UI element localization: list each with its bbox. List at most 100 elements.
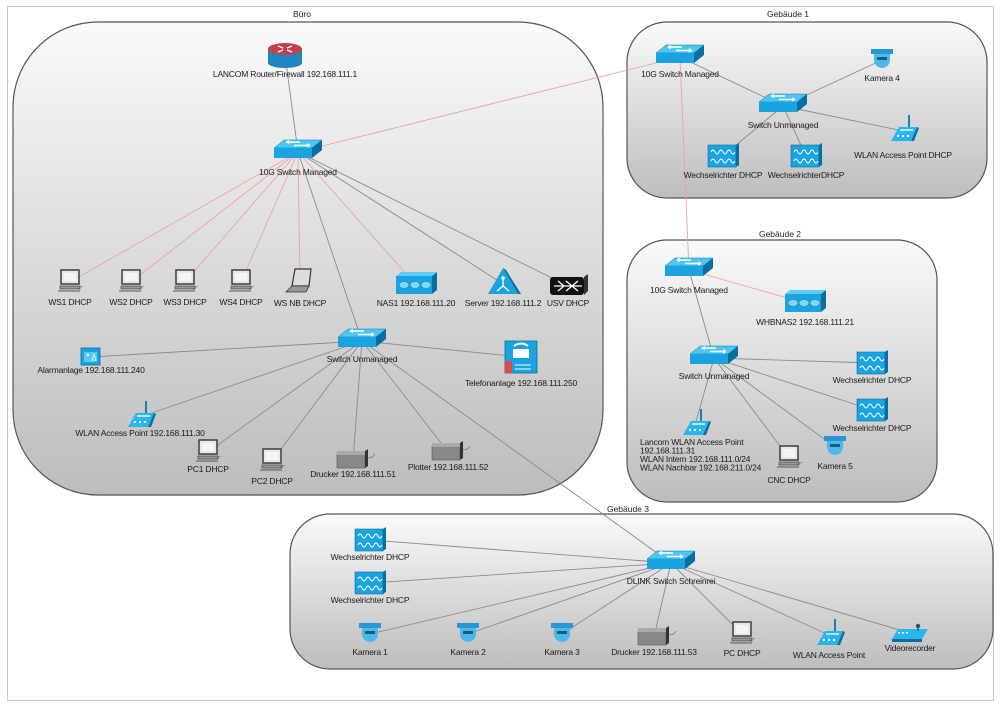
device-wsnb[interactable]: WS NB DHCP — [274, 268, 327, 308]
ap-icon — [128, 401, 156, 427]
device-kam5[interactable]: Kamera 5 — [817, 436, 853, 471]
inverter-icon — [354, 527, 386, 552]
device-label: Server 192.168.111.2 — [465, 298, 542, 308]
device-g2_swun[interactable]: Switch Unmanaged — [679, 345, 750, 381]
device-label: Plotter 192.168.111.52 — [408, 462, 489, 472]
inverter-icon — [707, 143, 739, 168]
device-kam1[interactable]: Kamera 1 — [352, 623, 388, 657]
device-drucker3[interactable]: Drucker 192.168.111.53 — [611, 626, 697, 657]
device-g3_ap[interactable]: WLAN Access Point — [793, 619, 866, 660]
device-label: Kamera 4 — [864, 73, 900, 83]
device-ws4[interactable]: WS4 DHCP — [219, 269, 263, 307]
device-g2_wr1[interactable]: Wechselrichter DHCP — [833, 350, 912, 385]
device-g1_sw10g[interactable]: 10G Switch Managed — [641, 44, 720, 79]
camera-icon — [551, 623, 573, 642]
device-label: Videorecorder — [885, 643, 936, 653]
link-g1_swun-g1_ap — [782, 105, 904, 132]
switch-icon — [337, 328, 387, 347]
link-g3_sw-kam3 — [561, 562, 672, 635]
laptop-icon — [285, 268, 312, 293]
device-pc2[interactable]: PC2 DHCP — [251, 448, 293, 486]
device-b_swun[interactable]: Switch Unmanaged — [327, 328, 398, 364]
link-g3_sw-g3_wr2 — [369, 562, 672, 584]
alarm-icon — [80, 347, 101, 366]
camera-icon — [824, 436, 846, 455]
link-b_swun-g3_sw — [361, 340, 672, 564]
link-g2_sw10g-g2_swun — [688, 269, 715, 359]
device-g1_ap[interactable]: WLAN Access Point DHCP — [854, 115, 953, 160]
device-router[interactable]: LANCOM Router/Firewall 192.168.111.1 — [213, 43, 358, 79]
device-pc1[interactable]: PC1 DHCP — [187, 439, 229, 474]
link-g3_sw-nvr — [670, 562, 911, 634]
device-kam3[interactable]: Kamera 3 — [544, 623, 580, 657]
switch-icon — [758, 93, 808, 112]
ap-icon — [683, 409, 711, 435]
device-ws1[interactable]: WS1 DHCP — [48, 269, 92, 307]
device-ws2[interactable]: WS2 DHCP — [109, 269, 153, 307]
device-alarm[interactable]: Alarmanlage 192.168.111.240 — [37, 347, 145, 375]
device-g3_sw[interactable]: DLINK Switch Schreinrei — [627, 550, 716, 586]
zone-label: Gebäude 3 — [607, 504, 649, 514]
link-g3_sw-kam1 — [369, 562, 672, 635]
inverter-icon — [856, 350, 888, 375]
device-nas1[interactable]: NAS1 192.168.111.20 — [377, 272, 456, 308]
device-label: Drucker 192.168.111.51 — [310, 469, 396, 479]
device-kam4[interactable]: Kamera 4 — [864, 49, 900, 83]
device-b_sw10g[interactable]: 10G Switch Managed — [259, 139, 338, 177]
nas-icon — [396, 272, 437, 294]
device-g2_sw10g[interactable]: 10G Switch Managed — [650, 257, 729, 295]
link-b_sw10g-wsnb — [297, 151, 301, 283]
device-g2_wr2[interactable]: Wechselrichter DHCP — [833, 397, 912, 433]
device-label: WHBNAS2 192.168.111.21 — [756, 317, 854, 327]
link-g3_sw-g3_ap — [670, 562, 830, 636]
device-label: 10G Switch Managed — [650, 285, 728, 295]
zone-geb2: Gebäude 2 — [626, 229, 938, 503]
device-usv[interactable]: USV DHCP — [547, 274, 590, 308]
device-label: DLINK Switch Schreinrei — [627, 576, 716, 586]
device-label: Switch Unmanaged — [679, 371, 750, 381]
device-label: Kamera 1 — [352, 647, 388, 657]
device-g3_wr1[interactable]: Wechselrichter DHCP — [331, 527, 410, 562]
device-g3_wr2[interactable]: Wechselrichter DHCP — [331, 570, 410, 605]
link-b_sw10g-b_swun — [297, 151, 363, 342]
device-g2_ap[interactable]: Lancom WLAN Access Point192.168.111.31WL… — [640, 409, 762, 473]
device-label: Wechselrichter DHCP — [684, 170, 763, 180]
device-g1_swun[interactable]: Switch Unmanaged — [748, 93, 819, 130]
link-g3_sw-kam2 — [467, 562, 672, 635]
link-g1_sw10g-g2_sw10g — [679, 56, 690, 271]
device-ws3[interactable]: WS3 DHCP — [163, 269, 207, 307]
device-cnc[interactable]: CNC DHCP — [767, 445, 811, 485]
device-drucker1[interactable]: Drucker 192.168.111.51 — [310, 449, 396, 479]
device-label: WS2 DHCP — [109, 297, 153, 307]
devices-layer: LANCOM Router/Firewall 192.168.111.1 10G … — [37, 43, 953, 660]
pbx-icon — [504, 340, 538, 374]
link-b_swun-plotter — [361, 340, 449, 453]
link-b_sw10g-ws2 — [130, 151, 299, 283]
link-g2_swun-kam5 — [713, 357, 836, 448]
link-b_swun-b_ap — [139, 340, 363, 418]
device-nas2[interactable]: WHBNAS2 192.168.111.21 — [756, 290, 855, 327]
device-label: WS1 DHCP — [48, 297, 92, 307]
ups-icon — [550, 274, 588, 295]
device-b_ap[interactable]: WLAN Access Point 192.168.111.30 — [75, 401, 205, 438]
switch-icon — [689, 345, 739, 364]
device-tel[interactable]: Telefonanlage 192.168.111.250 — [465, 340, 578, 388]
device-g3_pc[interactable]: PC DHCP — [724, 621, 761, 658]
ap-icon — [817, 619, 845, 645]
device-g1_wr1[interactable]: Wechselrichter DHCP — [684, 143, 763, 180]
camera-icon — [359, 623, 381, 642]
device-plotter[interactable]: Plotter 192.168.111.52 — [408, 441, 489, 472]
zone-buero: Büro — [12, 9, 604, 496]
link-g3_sw-g3_wr1 — [369, 539, 672, 564]
device-kam2[interactable]: Kamera 2 — [450, 623, 486, 657]
camera-icon — [871, 49, 893, 68]
device-nvr[interactable]: Videorecorder — [885, 623, 936, 653]
device-server[interactable]: Server 192.168.111.2 — [465, 268, 542, 308]
link-b_swun-pc1 — [207, 340, 363, 453]
switch-icon — [655, 44, 705, 63]
pc-icon — [777, 445, 803, 468]
device-g1_wr2[interactable]: WechselrichterDHCP — [768, 143, 845, 180]
device-label: Telefonanlage 192.168.111.250 — [465, 378, 578, 388]
